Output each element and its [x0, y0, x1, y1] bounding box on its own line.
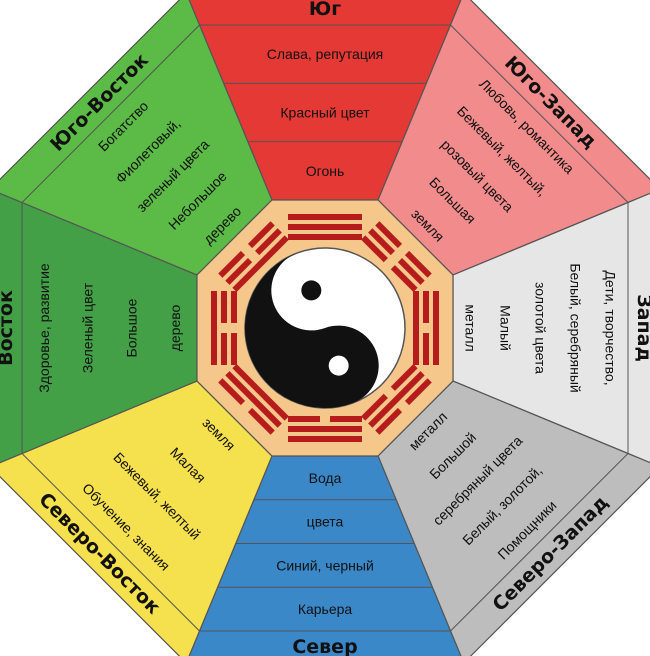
sector-line: Здоровье, развитие — [36, 263, 52, 393]
trigram-line-solid — [211, 291, 217, 365]
sector-line: Малый — [498, 305, 514, 351]
sector-line: Красный цвет — [280, 105, 370, 121]
sector-divider — [450, 453, 629, 632]
sector-line: металл — [463, 304, 479, 351]
trigram-line-broken — [218, 250, 246, 278]
trigram-line-solid — [433, 291, 439, 365]
sector-title: Юг — [309, 0, 341, 20]
trigram-line-broken — [423, 291, 429, 323]
trigram-line-broken — [361, 235, 388, 263]
sector-divider — [21, 453, 200, 632]
trigram-line-broken — [221, 333, 227, 365]
trigram-line-broken — [375, 407, 403, 435]
trigram-line-broken — [231, 291, 237, 323]
trigram-line-broken — [247, 407, 275, 435]
trigram-line-broken — [330, 416, 362, 422]
trigram-line-solid — [288, 214, 362, 220]
trigram — [288, 214, 362, 240]
trigram-line-solid — [288, 436, 362, 442]
sector-divider — [21, 24, 200, 203]
sector-line: золотой цвета — [533, 282, 549, 374]
sector-title: Восток — [0, 290, 17, 366]
sector-line: Синий, черный — [276, 557, 374, 573]
sector-divider — [450, 24, 629, 203]
sector-line: Дети, творчество, — [603, 270, 619, 385]
trigram-line-broken — [225, 257, 253, 285]
trigram-line-broken — [231, 333, 237, 365]
trigram-line-solid — [368, 371, 425, 428]
trigram — [218, 221, 289, 292]
trigram-line-broken — [390, 265, 418, 292]
trigram-line-broken — [361, 393, 388, 421]
sector-line: Белый, серебряный — [568, 263, 584, 392]
sector-line: цвета — [307, 514, 344, 530]
yin-yang-icon — [244, 247, 406, 409]
trigram-line-solid — [288, 426, 362, 432]
trigram — [413, 291, 439, 365]
trigram-line-broken — [254, 228, 282, 256]
trigram-line-broken — [375, 221, 403, 249]
sector-west: Запад Дети, творчество, Белый, серебряный з… — [452, 188, 650, 468]
trigram-line-solid — [225, 371, 282, 428]
trigram-line-broken — [218, 378, 246, 406]
sector-line: Зеленый цвет — [80, 282, 96, 373]
sector-line: Слава, репутация — [267, 46, 384, 62]
sector-north: Север Карьера Синий, черный цвета Вода — [188, 455, 462, 656]
trigram — [361, 364, 432, 435]
trigram-line-broken — [404, 378, 432, 406]
trigram-line-broken — [397, 257, 425, 285]
trigram-line-solid — [288, 224, 362, 230]
trigram-line-broken — [423, 333, 429, 365]
trigram — [288, 416, 362, 442]
trigram-line-broken — [404, 250, 432, 278]
trigram-line-solid — [413, 291, 419, 365]
trigram-line-broken — [368, 228, 396, 256]
trigram-line-broken — [288, 416, 320, 422]
sector-line: Карьера — [298, 601, 353, 617]
sector-title: Север — [292, 636, 357, 656]
trigram-line-solid — [288, 234, 362, 240]
trigram-line-solid — [232, 235, 289, 292]
sector-line: Огонь — [306, 163, 345, 179]
sector-title: Запад — [633, 294, 650, 362]
sector-line: дерево — [167, 304, 183, 351]
trigram-line-broken — [221, 291, 227, 323]
sector-line: Вода — [309, 470, 342, 486]
center-area — [196, 199, 454, 457]
sector-line: Большое — [123, 298, 139, 357]
trigram — [361, 221, 432, 292]
trigram-line-solid — [232, 364, 289, 421]
trigram-line-broken — [247, 221, 275, 249]
trigram — [218, 364, 289, 435]
trigram-line-broken — [390, 364, 418, 391]
trigram — [211, 291, 237, 365]
